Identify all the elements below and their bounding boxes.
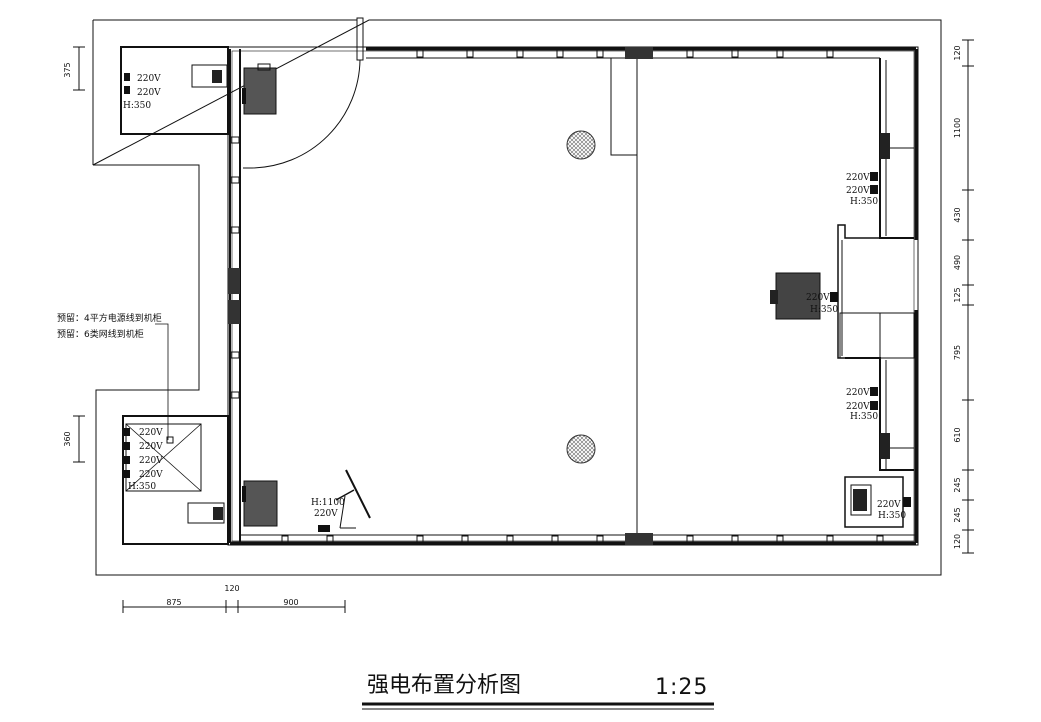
bottom-wall-tick bbox=[876, 535, 884, 543]
top-left-outlet-1: 220V bbox=[137, 74, 161, 84]
left-wall-tick bbox=[230, 351, 240, 359]
right-mid-height: H:350 bbox=[810, 305, 838, 315]
top-wall-tick bbox=[416, 49, 424, 58]
dim-right-5: 795 bbox=[953, 345, 962, 360]
left-wall-outlet-2 bbox=[228, 300, 240, 324]
right-upper-outlet-1: 220V bbox=[846, 173, 870, 183]
network-device bbox=[770, 272, 838, 320]
monitor-bottom bbox=[242, 480, 278, 527]
bottom-center-outlet bbox=[625, 533, 653, 545]
dim-right-8: 245 bbox=[953, 507, 962, 522]
bottom-wall-tick bbox=[826, 535, 834, 543]
left-wall-outlet-1 bbox=[228, 268, 240, 294]
cabinet-outlet-3: 220V bbox=[139, 456, 163, 466]
top-left-height: H:350 bbox=[123, 101, 151, 111]
desk-voltage: 220V bbox=[314, 509, 338, 519]
right-bottom-outlet: 220V bbox=[877, 500, 901, 510]
dim-left-360: 360 bbox=[63, 431, 72, 446]
left-wall-tick bbox=[230, 391, 240, 399]
dim-bottom-875: 875 bbox=[166, 598, 181, 607]
dim-bottom-900: 900 bbox=[283, 598, 298, 607]
dim-left-375: 375 bbox=[63, 62, 72, 77]
ceiling-light-upper bbox=[566, 130, 596, 160]
bottom-wall-tick bbox=[461, 535, 469, 543]
cabinet-room: 220V 220V 220V 220V H:350 bbox=[122, 415, 229, 545]
dim-right-2: 430 bbox=[953, 207, 962, 222]
right-cabinets bbox=[837, 58, 915, 528]
bottom-wall-tick bbox=[281, 535, 289, 543]
drawing-scale: 1:25 bbox=[655, 675, 708, 700]
top-wall-tick bbox=[596, 49, 604, 58]
right-lower-outlet-2: 220V bbox=[846, 402, 870, 412]
dim-bottom-120: 120 bbox=[224, 584, 239, 593]
top-wall-tick bbox=[516, 49, 524, 58]
top-wall-tick bbox=[556, 49, 564, 58]
dim-right-1: 1100 bbox=[953, 118, 962, 138]
right-upper-outlet-2: 220V bbox=[846, 186, 870, 196]
top-wall-tick bbox=[731, 49, 739, 58]
cabinet-height: H:350 bbox=[128, 482, 156, 492]
top-center-outlet bbox=[625, 47, 653, 59]
bottom-wall-tick bbox=[326, 535, 334, 543]
top-wall-tick bbox=[776, 49, 784, 58]
right-lower-outlet-1: 220V bbox=[846, 388, 870, 398]
left-wall-tick bbox=[230, 226, 240, 234]
cabinet-outlet-4: 220V bbox=[139, 470, 163, 480]
bottom-wall-tick bbox=[551, 535, 559, 543]
right-upper-height: H:350 bbox=[850, 197, 878, 207]
cable-route bbox=[610, 58, 637, 156]
top-wall-tick bbox=[466, 49, 474, 58]
outer-boundary bbox=[92, 19, 942, 576]
right-cabinet-block bbox=[853, 489, 867, 511]
drawing-title: 强电布置分析图 bbox=[367, 673, 521, 698]
dim-right-9: 120 bbox=[953, 534, 962, 549]
bottom-wall-tick bbox=[506, 535, 514, 543]
cabinet-outlet-1: 220V bbox=[139, 428, 163, 438]
bottom-wall-tick bbox=[416, 535, 424, 543]
right-bottom-height: H:350 bbox=[878, 511, 906, 521]
right-lower-panel bbox=[880, 433, 890, 459]
top-left-outlet-2: 220V bbox=[137, 88, 161, 98]
dim-right-7: 245 bbox=[953, 477, 962, 492]
note-power-line: 预留：4平方电源线到机柜 bbox=[57, 312, 162, 324]
dim-right-6: 610 bbox=[953, 427, 962, 442]
cabinet-outlet-2: 220V bbox=[139, 442, 163, 452]
right-mid-outlet: 220V bbox=[806, 293, 830, 303]
top-left-room: 220V 220V H:350 bbox=[120, 46, 229, 135]
bottom-wall-tick bbox=[596, 535, 604, 543]
right-upper-panel bbox=[880, 133, 890, 159]
top-wall-tick bbox=[686, 49, 694, 58]
note-leader bbox=[155, 323, 169, 440]
desk-height: H:1100 bbox=[311, 498, 345, 508]
monitor-top bbox=[242, 63, 277, 115]
entry-door bbox=[243, 17, 364, 169]
left-wall-tick bbox=[230, 176, 240, 184]
bottom-wall-tick bbox=[731, 535, 739, 543]
bottom-wall-tick bbox=[776, 535, 784, 543]
left-wall-tick bbox=[230, 136, 240, 144]
ceiling-light-lower bbox=[566, 434, 596, 464]
right-lower-height: H:350 bbox=[850, 412, 878, 422]
dim-right-3: 490 bbox=[953, 255, 962, 270]
bottom-dimensions bbox=[122, 600, 346, 613]
note-network-line: 预留：6类网线到机柜 bbox=[57, 328, 144, 340]
left-dimensions bbox=[73, 46, 85, 463]
desk-outlet: H:1100 220V bbox=[311, 469, 371, 532]
bottom-wall-tick bbox=[686, 535, 694, 543]
dim-right-0: 120 bbox=[953, 45, 962, 60]
top-wall-tick bbox=[826, 49, 834, 58]
dim-right-4: 125 bbox=[953, 287, 962, 302]
